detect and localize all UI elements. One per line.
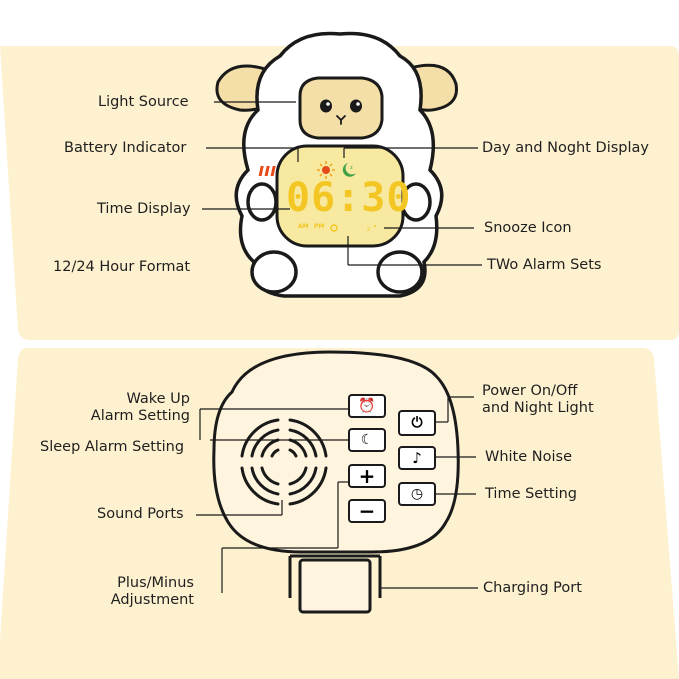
bottom-leader-lines [196,396,478,593]
lcd-screen [275,144,405,248]
lcd-time-display: 06:30 [286,175,412,221]
minus-button[interactable]: − [348,499,386,523]
plus-button[interactable]: + [348,464,386,488]
label-battery-indicator: Battery Indicator [64,140,187,156]
right-foot [376,250,424,294]
power-icon: ⏻ [411,415,423,431]
label-wake-up-line2: Alarm Setting [90,408,190,424]
svg-text:z: z [367,226,370,233]
lcd-alarm-icons: z [330,224,376,233]
svg-text:z: z [350,165,353,171]
label-time-display: Time Display [97,201,191,217]
sleep-alarm-button[interactable]: ☾ [348,428,386,452]
lcd-pm-label: PM [314,223,325,230]
label-power-line1: Power On/Off [482,383,578,399]
left-arm [246,182,278,222]
label-power-line2: and Night Light [482,400,594,416]
label-power: Power On/Off and Night Light [482,383,594,417]
label-two-alarm-sets: TWo Alarm Sets [487,257,602,273]
power-button[interactable]: ⏻ [398,410,436,436]
clock-icon: ◷ [410,486,424,502]
label-time-setting: Time Setting [485,486,578,502]
left-foot [250,250,298,294]
wake-up-alarm-button[interactable]: ⏰ [348,394,386,418]
sheep-face [298,76,384,140]
minus-icon: − [358,499,376,523]
label-plus-minus-line2: Adjustment [110,592,194,608]
charging-base [298,558,372,614]
plus-icon: + [358,464,376,488]
label-sound-ports: Sound Ports [97,506,184,522]
label-plus-minus: Plus/Minus Adjustment [80,575,194,609]
top-leader-lines [202,101,482,266]
label-day-night-display: Day and Noght Display [482,140,649,156]
label-charging-port: Charging Port [483,580,582,596]
lcd-am-label: AM [298,223,309,230]
moon-icon: z [342,163,356,177]
label-sleep-alarm: Sleep Alarm Setting [40,439,185,455]
speaker-grille [240,418,328,506]
label-wake-up-alarm: Wake Up Alarm Setting [70,391,190,425]
time-setting-button[interactable]: ◷ [398,482,436,506]
alarm-clock-icon: ⏰ [358,398,376,414]
music-note-icon: ♪ [412,448,422,467]
white-noise-button[interactable]: ♪ [398,446,436,470]
sun-icon [317,161,335,179]
moon-icon: ☾ [360,432,374,448]
label-light-source: Light Source [98,94,189,110]
label-wake-up-line1: Wake Up [126,391,190,407]
label-plus-minus-line1: Plus/Minus [117,575,194,591]
label-hour-format: 12/24 Hour Format [53,259,191,275]
battery-icon [258,166,276,176]
label-snooze-icon: Snooze Icon [484,220,572,236]
label-white-noise: White Noise [485,449,572,465]
